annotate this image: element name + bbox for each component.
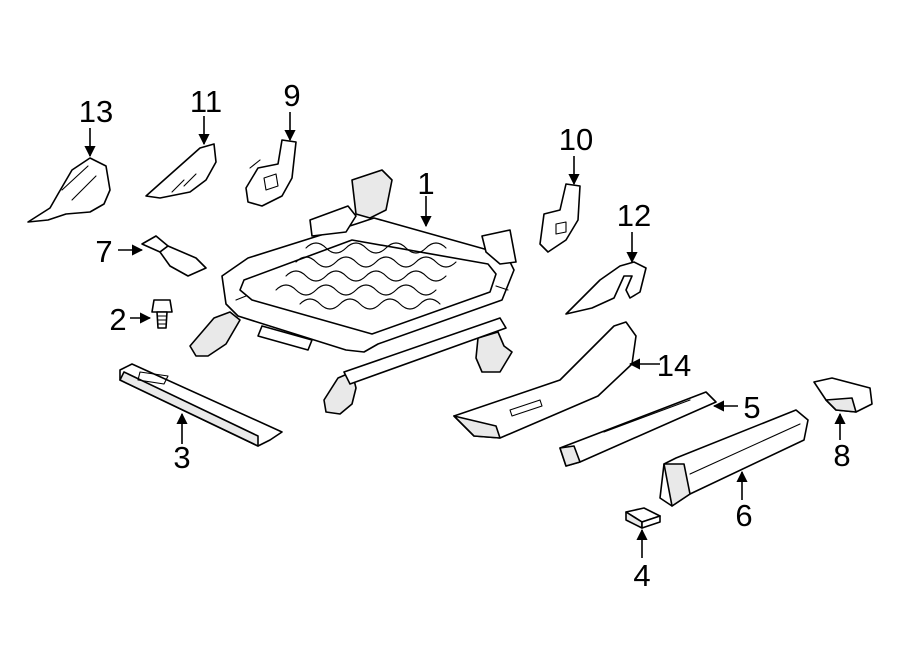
part-10-hinge[interactable] [539, 183, 581, 253]
callout-leaders [84, 112, 846, 558]
part-1-seat-frame[interactable] [189, 169, 517, 415]
callout-numbers: 1 2 3 4 5 6 7 8 9 10 11 12 13 14 [79, 78, 851, 593]
callout-8: 8 [833, 438, 850, 473]
part-14-side-shield[interactable] [453, 321, 637, 439]
part-2-bolt[interactable] [151, 299, 173, 329]
callout-11: 11 [190, 84, 222, 119]
part-11-shield[interactable] [145, 143, 217, 199]
callout-13: 13 [79, 94, 113, 129]
callout-14: 14 [657, 348, 691, 383]
part-9-hinge[interactable] [245, 139, 297, 207]
callout-1: 1 [417, 166, 434, 201]
callout-5: 5 [743, 390, 760, 425]
part-4-cap[interactable] [625, 507, 661, 529]
callout-3: 3 [173, 440, 190, 475]
part-7-bracket[interactable] [141, 235, 207, 277]
callout-4: 4 [633, 558, 650, 593]
part-6-outer-trim[interactable] [659, 409, 809, 507]
part-8-end-cap[interactable] [813, 377, 873, 413]
part-12-hook[interactable] [565, 261, 647, 315]
part-5-track[interactable] [559, 391, 717, 467]
callout-6: 6 [735, 498, 752, 533]
part-13-side-cover[interactable] [27, 157, 111, 223]
callout-10: 10 [559, 122, 593, 157]
part-3-track-cover[interactable] [119, 363, 283, 447]
callout-12: 12 [617, 198, 651, 233]
callout-7: 7 [95, 234, 112, 269]
callout-9: 9 [283, 78, 300, 113]
callout-2: 2 [109, 302, 126, 337]
